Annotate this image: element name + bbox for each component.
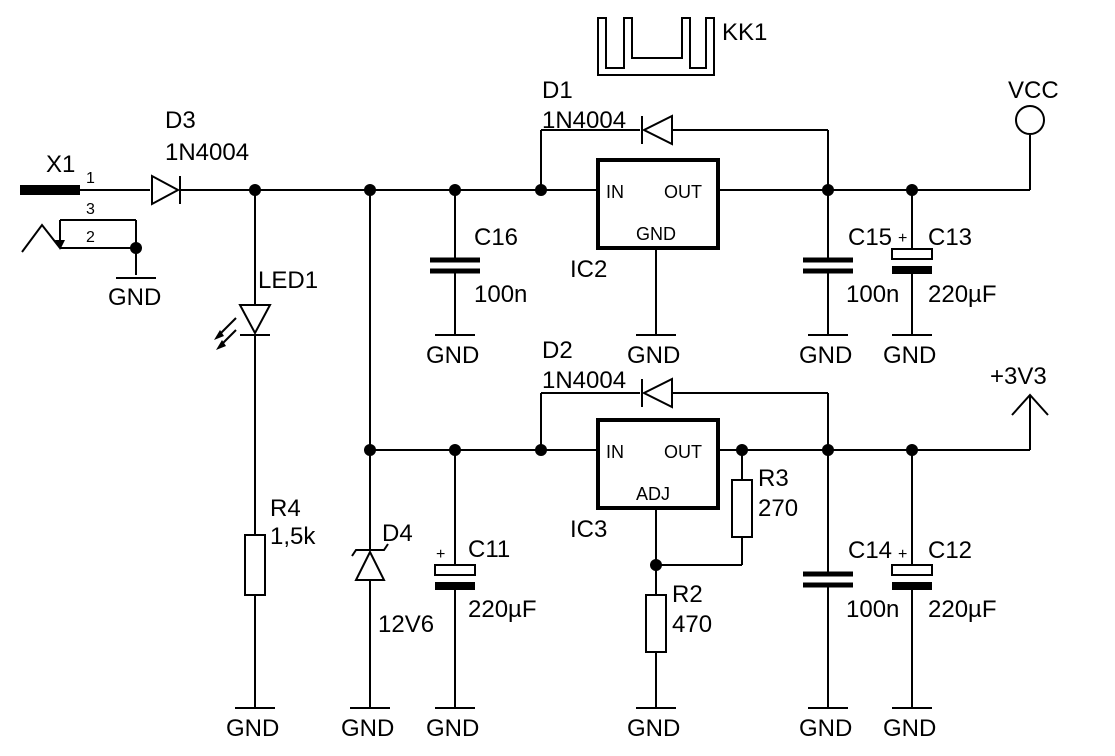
c12-value: 220µF: [928, 596, 997, 623]
diode-d1: D1 1N4004: [542, 77, 673, 146]
ic2-ref: IC2: [570, 256, 607, 283]
wires: [59, 129, 1031, 708]
junction: [535, 444, 547, 456]
r4-value: 1,5k: [270, 523, 316, 550]
vcc-terminal: VCC: [1008, 77, 1059, 135]
junction: [822, 184, 834, 196]
ic3-pin-in: IN: [606, 442, 624, 462]
c14-ref: C14: [848, 537, 892, 564]
ic3-ref: IC3: [570, 516, 607, 543]
gnd-label: GND: [883, 715, 936, 742]
junction: [449, 444, 461, 456]
diode-d3: D3 1N4004: [151, 107, 249, 206]
gnd-label: GND: [799, 715, 852, 742]
gnd-label: GND: [883, 342, 936, 369]
junction: [535, 184, 547, 196]
gnd-label: GND: [627, 715, 680, 742]
c15-ref: C15: [848, 224, 892, 251]
junction: [449, 184, 461, 196]
r3-ref: R3: [758, 465, 789, 492]
led1-ref: LED1: [258, 267, 318, 294]
regulator-ic2: IN OUT GND IC2: [570, 158, 720, 283]
ic2-pin-out: OUT: [664, 182, 702, 202]
r3-value: 270: [758, 495, 798, 522]
junctions: [130, 184, 918, 571]
c15-value: 100n: [846, 281, 899, 308]
d4-ref: D4: [382, 520, 413, 547]
c14-value: 100n: [846, 596, 899, 623]
c13-value: 220µF: [928, 281, 997, 308]
junction: [736, 444, 748, 456]
x1-pin2: 2: [86, 229, 95, 246]
c11-plus: +: [436, 546, 445, 563]
ic2-pin-gnd: GND: [636, 224, 676, 244]
r4-ref: R4: [270, 495, 301, 522]
c12-plus: +: [898, 546, 907, 563]
c11-value: 220µF: [468, 596, 537, 623]
c13-ref: C13: [928, 224, 972, 251]
capacitor-c13: + C13 220µF: [891, 224, 997, 308]
zener-d4: D4 12V6: [351, 520, 434, 638]
d1-value: 1N4004: [542, 107, 626, 134]
gnd-label: GND: [341, 715, 394, 742]
junction: [364, 444, 376, 456]
gnd-label: GND: [426, 342, 479, 369]
r2-value: 470: [672, 611, 712, 638]
gnd-label: GND: [799, 342, 852, 369]
r2-ref: R2: [672, 581, 703, 608]
capacitor-c15: C15 100n: [803, 224, 899, 308]
junction: [650, 559, 662, 571]
junction: [906, 444, 918, 456]
junction: [364, 184, 376, 196]
connector-x1: X1 1 3 2 GND: [20, 151, 161, 311]
c16-ref: C16: [474, 224, 518, 251]
junction: [906, 184, 918, 196]
d3-value: 1N4004: [165, 139, 249, 166]
junction: [822, 444, 834, 456]
capacitor-c11: + C11 220µF: [434, 536, 537, 623]
junction: [130, 242, 142, 254]
led-led1: LED1: [214, 267, 318, 350]
resistor-r3: R3 270: [731, 465, 798, 538]
d1-ref: D1: [542, 77, 573, 104]
capacitor-c14: C14 100n: [803, 537, 899, 623]
regulator-ic3: IN OUT ADJ IC3: [570, 418, 720, 543]
d4-value: 12V6: [378, 611, 434, 638]
heatsink-kk1: KK1: [597, 17, 767, 76]
resistor-r4: R4 1,5k: [244, 495, 316, 596]
resistor-r2: R2 470: [645, 581, 712, 653]
v33-supply: +3V3: [990, 363, 1049, 416]
d3-ref: D3: [165, 107, 196, 134]
x1-pin1: 1: [86, 170, 95, 187]
v33-label: +3V3: [990, 363, 1047, 390]
gnd-label: GND: [226, 715, 279, 742]
ic2-pin-in: IN: [606, 182, 624, 202]
gnd-label: GND: [108, 284, 161, 311]
gnd-label: GND: [426, 715, 479, 742]
diode-d2: D2 1N4004: [542, 337, 673, 409]
ground-symbols: GND GND GND GND GND GND GND GND GND GND: [226, 334, 936, 742]
x1-ref: X1: [46, 151, 75, 178]
vcc-label: VCC: [1008, 77, 1059, 104]
c12-ref: C12: [928, 537, 972, 564]
c16-value: 100n: [474, 281, 527, 308]
d2-ref: D2: [542, 337, 573, 364]
kk1-ref: KK1: [722, 19, 767, 46]
c13-plus: +: [898, 230, 907, 247]
ic3-pin-adj: ADJ: [636, 484, 670, 504]
junction: [249, 184, 261, 196]
d2-value: 1N4004: [542, 367, 626, 394]
capacitor-c12: + C12 220µF: [891, 537, 997, 623]
ic3-pin-out: OUT: [664, 442, 702, 462]
capacitor-c16: C16 100n: [430, 224, 527, 308]
gnd-label: GND: [627, 342, 680, 369]
x1-pin3: 3: [86, 201, 95, 218]
c11-ref: C11: [468, 536, 510, 563]
